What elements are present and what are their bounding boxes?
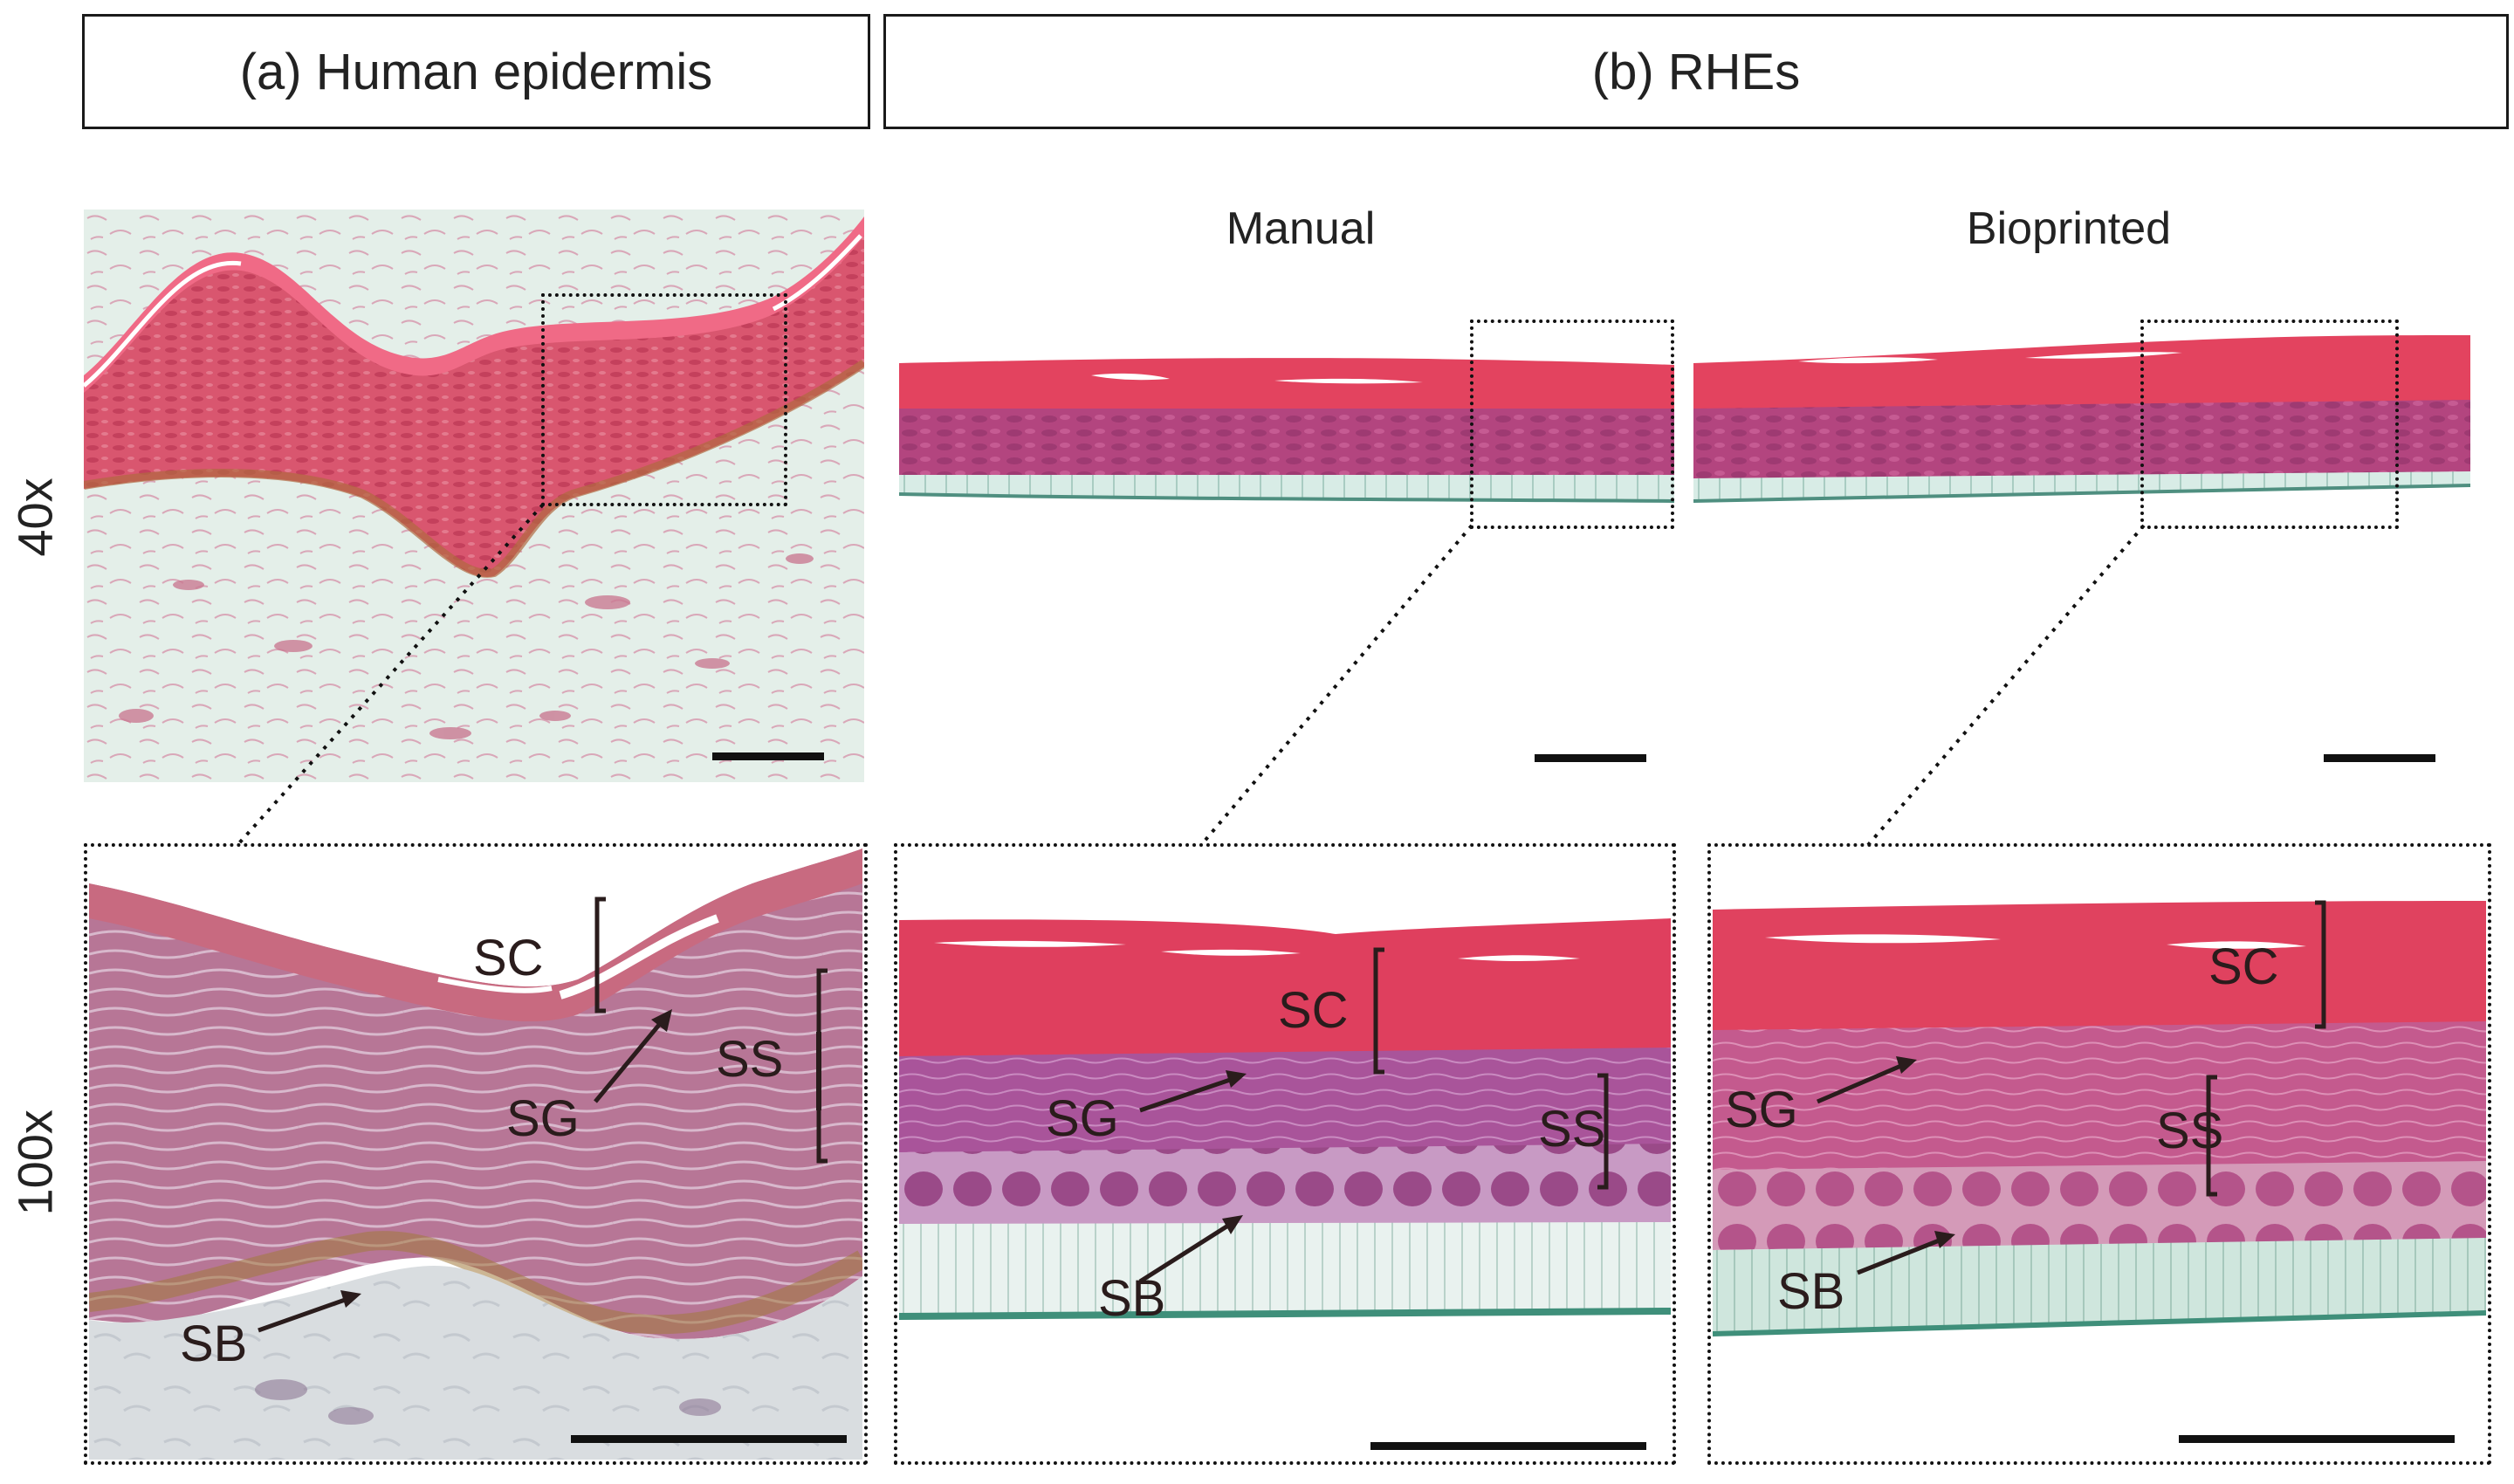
label-ss-manual: SS — [1538, 1101, 1606, 1158]
bioprinted-100x-annotations — [1817, 900, 2326, 1275]
manual-rhe-100x-image: SC SG SS SB — [899, 848, 1671, 1460]
bioprinted-rhe-100x-image: SC SG SS SB — [1713, 848, 2486, 1460]
manual-scale-bar-100x — [1370, 1442, 1646, 1450]
human-scale-bar-100x — [571, 1435, 847, 1443]
zoom-region-box — [541, 293, 787, 506]
label-sg-manual: SG — [1046, 1090, 1119, 1147]
label-sg-human: SG — [506, 1090, 580, 1147]
bioprinted-scale-bar-100x — [2179, 1435, 2455, 1443]
label-sc-manual: SC — [1278, 982, 1349, 1039]
manual-100x-annotations — [1138, 947, 1609, 1284]
bioprinted-100x-frame — [1707, 843, 2491, 1465]
column-label-manual: Manual — [1226, 203, 1376, 254]
column-label-bioprinted: Bioprinted — [1966, 203, 2172, 254]
label-sb-manual: SB — [1098, 1270, 1166, 1327]
manual-rhe-40x-image — [899, 314, 1674, 786]
label-sb-human: SB — [180, 1316, 248, 1372]
scale-bar — [712, 752, 824, 760]
manual-zoom-region-box — [1470, 319, 1674, 529]
header-human-epidermis-label: (a) Human epidermis — [239, 43, 713, 100]
human-epidermis-100x-image: SC SS SG SB — [89, 848, 862, 1460]
label-ss-human: SS — [716, 1031, 784, 1088]
human-epidermis-100x-frame — [84, 843, 868, 1465]
label-sg-bioprinted: SG — [1725, 1082, 1798, 1138]
human-100x-annotations — [258, 897, 828, 1333]
label-sc-bioprinted: SC — [2208, 938, 2279, 995]
bioprinted-scale-bar-40x — [2324, 754, 2435, 762]
bioprinted-zoom-region-box — [2140, 319, 2399, 529]
manual-scale-bar-40x — [1535, 754, 1646, 762]
bioprinted-rhe-40x-image — [1693, 314, 2470, 786]
human-epidermis-40x-image — [84, 210, 864, 782]
manual-100x-frame — [894, 843, 1676, 1465]
label-sb-bioprinted: SB — [1777, 1263, 1845, 1320]
header-human-epidermis: (a) Human epidermis — [82, 14, 870, 129]
header-rhes: (b) RHEs — [883, 14, 2509, 129]
header-rhes-label: (b) RHEs — [1591, 43, 1801, 100]
label-sc-human: SC — [473, 930, 544, 986]
label-ss-bioprinted: SS — [2156, 1103, 2224, 1159]
